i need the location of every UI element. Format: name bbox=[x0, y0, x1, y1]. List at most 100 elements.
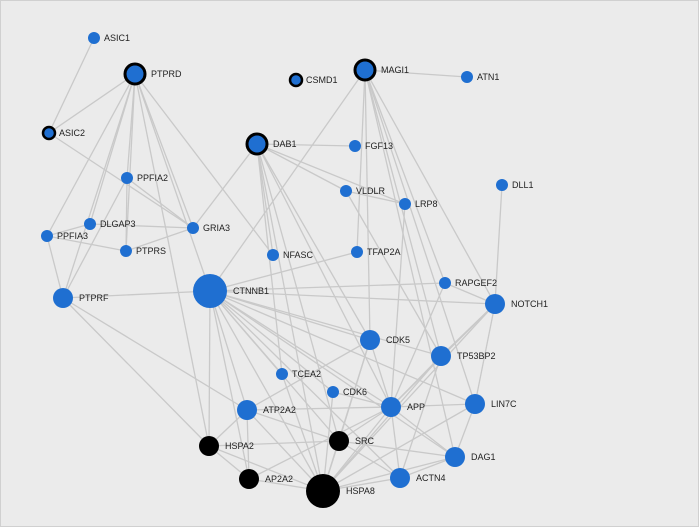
node-circle[interactable] bbox=[439, 277, 451, 289]
edge-src-actn4 bbox=[338, 440, 401, 479]
node-circle[interactable] bbox=[123, 62, 147, 86]
edge-rapgef2-app bbox=[390, 282, 446, 408]
node-lrp8[interactable]: LRP8 bbox=[399, 198, 438, 210]
edge-ppfia3-ptprs bbox=[46, 235, 127, 252]
node-circle[interactable] bbox=[245, 132, 269, 156]
node-circle[interactable] bbox=[239, 469, 259, 489]
edge-ctnnb1-atp2a2 bbox=[209, 290, 248, 411]
edge-ptprd-hspa2 bbox=[134, 73, 210, 447]
node-hspa8[interactable]: HSPA8 bbox=[306, 474, 375, 508]
node-ptprd[interactable]: PTPRD bbox=[123, 62, 182, 86]
node-ppfia3[interactable]: PPFIA3 bbox=[41, 230, 88, 242]
node-ctnnb1[interactable]: CTNNB1 bbox=[193, 274, 269, 308]
node-label: PPFIA3 bbox=[57, 231, 88, 241]
node-label: ATP2A2 bbox=[263, 405, 296, 415]
node-app[interactable]: APP bbox=[381, 397, 425, 417]
node-magi1[interactable]: MAGI1 bbox=[353, 58, 409, 82]
node-circle[interactable] bbox=[327, 386, 339, 398]
node-asic1[interactable]: ASIC1 bbox=[88, 32, 130, 44]
node-circle[interactable] bbox=[349, 140, 361, 152]
node-dll1[interactable]: DLL1 bbox=[496, 179, 534, 191]
node-circle[interactable] bbox=[445, 447, 465, 467]
node-circle[interactable] bbox=[353, 58, 377, 82]
edge-dab1-gria3 bbox=[192, 143, 258, 229]
edge-app-hspa8 bbox=[322, 406, 392, 492]
node-circle[interactable] bbox=[84, 218, 96, 230]
node-circle[interactable] bbox=[53, 288, 73, 308]
node-dab1[interactable]: DAB1 bbox=[245, 132, 297, 156]
node-src[interactable]: SRC bbox=[329, 431, 375, 451]
node-tp53bp2[interactable]: TP53BP2 bbox=[431, 346, 496, 366]
edge-magi1-tfap2a bbox=[356, 69, 366, 253]
node-dag1[interactable]: DAG1 bbox=[445, 447, 496, 467]
node-actn4[interactable]: ACTN4 bbox=[390, 468, 446, 488]
node-rapgef2[interactable]: RAPGEF2 bbox=[439, 277, 497, 289]
node-label: MAGI1 bbox=[381, 65, 409, 75]
edge-lin7c-hspa8 bbox=[322, 403, 476, 492]
edge-tp53bp2-app bbox=[390, 355, 442, 408]
edge-ppfia2-ptprs bbox=[125, 177, 128, 252]
node-circle[interactable] bbox=[237, 400, 257, 420]
node-tfap2a[interactable]: TFAP2A bbox=[351, 246, 401, 258]
node-circle[interactable] bbox=[390, 468, 410, 488]
node-circle[interactable] bbox=[431, 346, 451, 366]
node-circle[interactable] bbox=[199, 436, 219, 456]
node-circle[interactable] bbox=[351, 246, 363, 258]
edge-app-lin7c bbox=[390, 403, 476, 408]
node-circle[interactable] bbox=[340, 185, 352, 197]
node-circle[interactable] bbox=[381, 397, 401, 417]
node-circle[interactable] bbox=[288, 72, 304, 88]
node-circle[interactable] bbox=[41, 125, 57, 141]
node-cdk5[interactable]: CDK5 bbox=[360, 330, 410, 350]
edge-src-dag1 bbox=[338, 440, 456, 458]
edge-dag1-hspa8 bbox=[322, 456, 456, 492]
node-atp2a2[interactable]: ATP2A2 bbox=[237, 400, 296, 420]
node-circle[interactable] bbox=[120, 245, 132, 257]
node-circle[interactable] bbox=[496, 179, 508, 191]
node-ptprf[interactable]: PTPRF bbox=[53, 288, 109, 308]
node-circle[interactable] bbox=[399, 198, 411, 210]
node-circle[interactable] bbox=[187, 222, 199, 234]
node-csmd1[interactable]: CSMD1 bbox=[288, 72, 338, 88]
node-circle[interactable] bbox=[276, 368, 288, 380]
node-circle[interactable] bbox=[465, 394, 485, 414]
node-hspa2[interactable]: HSPA2 bbox=[199, 436, 254, 456]
node-circle[interactable] bbox=[267, 249, 279, 261]
node-circle[interactable] bbox=[88, 32, 100, 44]
node-circle[interactable] bbox=[41, 230, 53, 242]
edge-magi1-notch1 bbox=[364, 69, 496, 305]
edge-asic2-ptprd bbox=[48, 73, 136, 134]
node-cdk6[interactable]: CDK6 bbox=[327, 386, 367, 398]
edge-ctnnb1-hspa2 bbox=[208, 290, 211, 447]
edge-dab1-fgf13 bbox=[256, 143, 356, 147]
node-tcea2[interactable]: TCEA2 bbox=[276, 368, 321, 380]
edge-ctnnb1-rapgef2 bbox=[209, 282, 446, 292]
node-ppfia2[interactable]: PPFIA2 bbox=[121, 172, 168, 184]
edge-ctnnb1-app bbox=[209, 290, 392, 408]
node-vldlr[interactable]: VLDLR bbox=[340, 185, 386, 197]
node-atn1[interactable]: ATN1 bbox=[461, 71, 499, 83]
node-dlgap3[interactable]: DLGAP3 bbox=[84, 218, 136, 230]
node-circle[interactable] bbox=[193, 274, 227, 308]
node-label: ACTN4 bbox=[416, 473, 446, 483]
node-circle[interactable] bbox=[461, 71, 473, 83]
node-ptprs[interactable]: PTPRS bbox=[120, 245, 166, 257]
node-circle[interactable] bbox=[121, 172, 133, 184]
edge-ctnnb1-hspa8 bbox=[209, 290, 324, 492]
node-asic2[interactable]: ASIC2 bbox=[41, 125, 85, 141]
node-ap2a2[interactable]: AP2A2 bbox=[239, 469, 293, 489]
edge-vldlr-tp53bp2 bbox=[345, 190, 442, 357]
node-circle[interactable] bbox=[306, 474, 340, 508]
edge-ptprd-nfasc bbox=[134, 73, 274, 256]
node-circle[interactable] bbox=[485, 294, 505, 314]
node-lin7c[interactable]: LIN7C bbox=[465, 394, 517, 414]
node-notch1[interactable]: NOTCH1 bbox=[485, 294, 548, 314]
node-fgf13[interactable]: FGF13 bbox=[349, 140, 393, 152]
node-gria3[interactable]: GRIA3 bbox=[187, 222, 230, 234]
edge-ptprd-gria3 bbox=[134, 73, 194, 229]
node-label: TP53BP2 bbox=[457, 351, 496, 361]
node-circle[interactable] bbox=[360, 330, 380, 350]
node-nfasc[interactable]: NFASC bbox=[267, 249, 314, 261]
node-circle[interactable] bbox=[329, 431, 349, 451]
